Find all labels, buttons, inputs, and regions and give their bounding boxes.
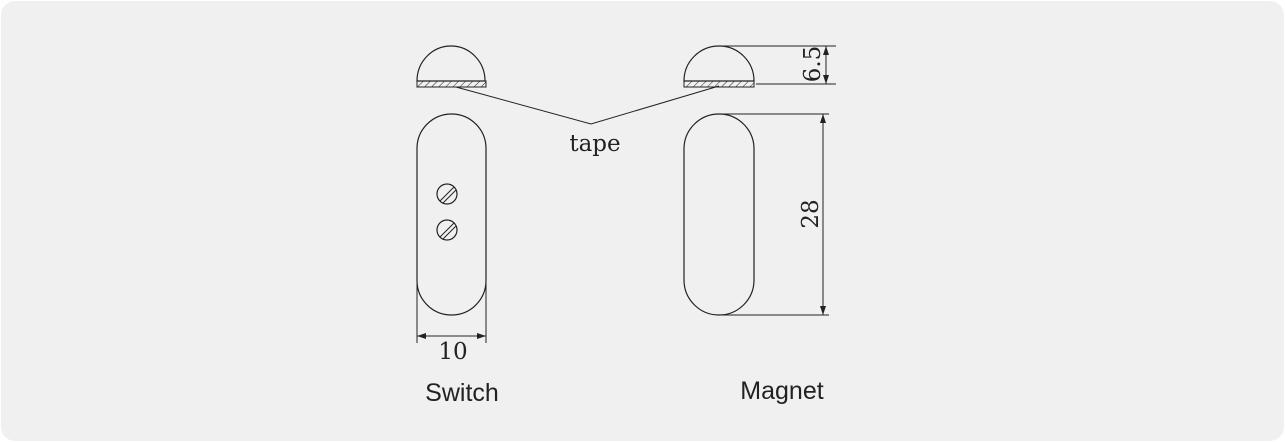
length-dimension-label: 28 <box>798 199 824 228</box>
switch-caption: Switch <box>425 379 499 407</box>
magnet-top-view <box>683 113 755 316</box>
width-dimension-label: 10 <box>438 339 467 365</box>
screw-hole-bottom <box>436 219 458 241</box>
length-dimension <box>719 113 829 316</box>
screw-hole-top <box>436 183 458 205</box>
switch-top-view <box>416 113 487 316</box>
height-dimension-label: 6.5 <box>800 46 826 83</box>
magnet-side-view <box>683 45 755 88</box>
switch-side-view <box>416 45 487 88</box>
height-dimension <box>721 45 836 85</box>
tape-leader <box>455 85 720 125</box>
magnet-caption: Magnet <box>740 377 823 405</box>
tape-label: tape <box>569 131 620 157</box>
width-dimension <box>416 283 487 343</box>
